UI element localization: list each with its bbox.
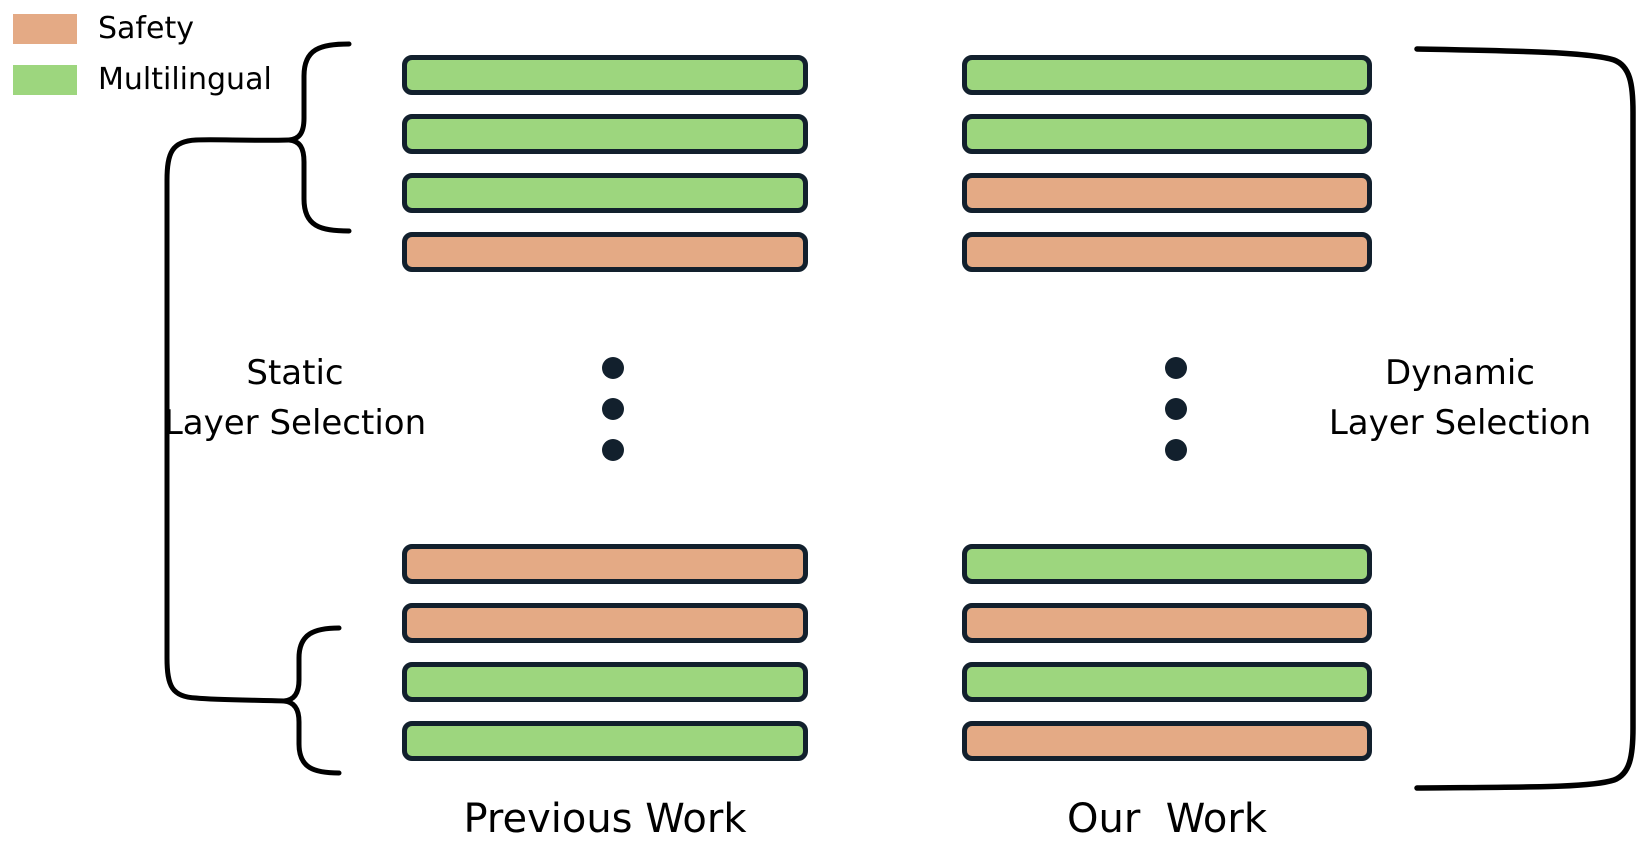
legend-item-safety: Safety: [13, 12, 272, 46]
layer-bar-safety: [402, 603, 808, 643]
our-work-caption: Our Work: [1067, 796, 1267, 842]
legend-label-multilingual: Multilingual: [98, 62, 272, 97]
ellipsis-dot-icon: [1165, 398, 1187, 420]
previous-work-ellipsis: [602, 357, 624, 461]
our-work-bottom-layer-stack: [962, 544, 1372, 761]
ellipsis-dot-icon: [1165, 439, 1187, 461]
ellipsis-dot-icon: [1165, 357, 1187, 379]
layer-bar-safety: [402, 232, 808, 272]
multilingual-swatch: [13, 65, 77, 95]
our-work-top-layer-stack: [962, 55, 1372, 272]
dynamic-label-line1: Dynamic: [1385, 353, 1535, 393]
layer-bar-safety: [402, 544, 808, 584]
layer-bar-safety: [962, 603, 1372, 643]
ellipsis-dot-icon: [602, 357, 624, 379]
layer-bar-multilingual: [962, 662, 1372, 702]
static-label-line2: Layer Selection: [163, 403, 427, 443]
previous-work-bottom-layer-stack: [402, 544, 808, 761]
dynamic-label-line2: Layer Selection: [1328, 403, 1592, 443]
ellipsis-dot-icon: [602, 439, 624, 461]
layer-bar-safety: [962, 721, 1372, 761]
layer-bar-safety: [962, 232, 1372, 272]
our-work-ellipsis: [1165, 357, 1187, 461]
ellipsis-dot-icon: [602, 398, 624, 420]
safety-swatch: [13, 14, 77, 44]
legend: Safety Multilingual: [13, 12, 272, 114]
layer-bar-multilingual: [402, 173, 808, 213]
static-label-line1: Static: [246, 353, 344, 393]
layer-bar-multilingual: [402, 662, 808, 702]
layer-bar-multilingual: [962, 55, 1372, 95]
layer-bar-multilingual: [402, 721, 808, 761]
static-layer-selection-label: Static Layer Selection: [95, 348, 495, 448]
legend-label-safety: Safety: [98, 11, 194, 46]
legend-item-multilingual: Multilingual: [13, 63, 272, 97]
static-top-brace: [288, 41, 352, 234]
layer-bar-safety: [962, 173, 1372, 213]
dynamic-layer-selection-label: Dynamic Layer Selection: [1260, 348, 1650, 448]
previous-work-top-layer-stack: [402, 55, 808, 272]
static-bottom-brace: [283, 625, 342, 776]
layer-bar-multilingual: [402, 114, 808, 154]
previous-work-caption: Previous Work: [463, 796, 747, 842]
layer-bar-multilingual: [402, 55, 808, 95]
layer-bar-multilingual: [962, 114, 1372, 154]
layer-bar-multilingual: [962, 544, 1372, 584]
